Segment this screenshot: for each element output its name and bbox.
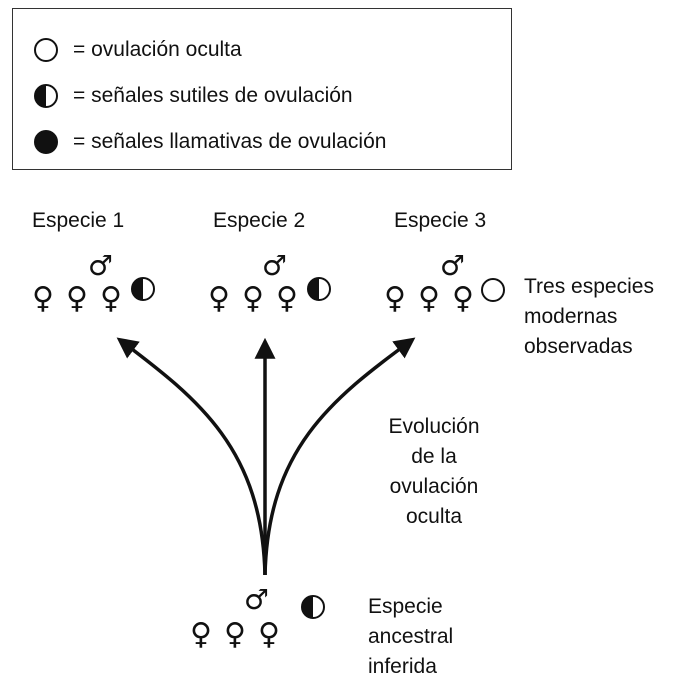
legend-item-showy-ovulation: = señales llamativas de ovulación xyxy=(33,125,386,159)
half-circle-icon xyxy=(301,595,325,619)
species-title: Especie 2 xyxy=(213,209,306,232)
empty-circle-icon xyxy=(481,278,505,302)
female-icon: ♀ xyxy=(190,617,212,652)
ancestor-label: Especie ancestral inferida xyxy=(368,595,454,678)
female-icon: ♀ xyxy=(258,617,280,652)
legend-box: = ovulación oculta = señales sutiles de … xyxy=(12,8,512,170)
species-title: Especie 3 xyxy=(394,209,487,232)
legend-label: = señales sutiles de ovulación xyxy=(73,84,353,107)
male-icon: ♂ xyxy=(440,249,466,282)
legend-label: = señales llamativas de ovulación xyxy=(73,130,387,153)
male-icon: ♂ xyxy=(88,249,114,282)
male-icon: ♂ xyxy=(244,583,270,616)
female-icon: ♀ xyxy=(418,281,440,316)
female-icon: ♀ xyxy=(224,617,246,652)
arrow-to-species-3 xyxy=(263,337,416,576)
female-icon: ♀ xyxy=(384,281,406,316)
arrow-to-species-1 xyxy=(116,337,267,576)
empty-circle-icon xyxy=(34,38,58,62)
species-title: Especie 1 xyxy=(32,209,125,232)
evolution-label: Evolución de la ovulación oculta xyxy=(388,415,480,528)
legend-item-hidden-ovulation: = ovulación oculta xyxy=(33,33,242,67)
legend-item-subtle-ovulation: = señales sutiles de ovulación xyxy=(33,79,353,113)
female-icon: ♀ xyxy=(66,281,88,316)
half-circle-icon xyxy=(131,277,155,301)
modern-species-label: Tres especies modernas observadas xyxy=(524,275,654,358)
legend-label: = ovulación oculta xyxy=(73,38,242,61)
half-circle-icon xyxy=(34,84,58,108)
male-icon: ♂ xyxy=(262,249,288,282)
female-icon: ♀ xyxy=(242,281,264,316)
female-icon: ♀ xyxy=(100,281,122,316)
half-circle-icon xyxy=(307,277,331,301)
female-icon: ♀ xyxy=(208,281,230,316)
female-icon: ♀ xyxy=(276,281,298,316)
female-icon: ♀ xyxy=(32,281,54,316)
female-icon: ♀ xyxy=(452,281,474,316)
filled-circle-icon xyxy=(34,130,58,154)
